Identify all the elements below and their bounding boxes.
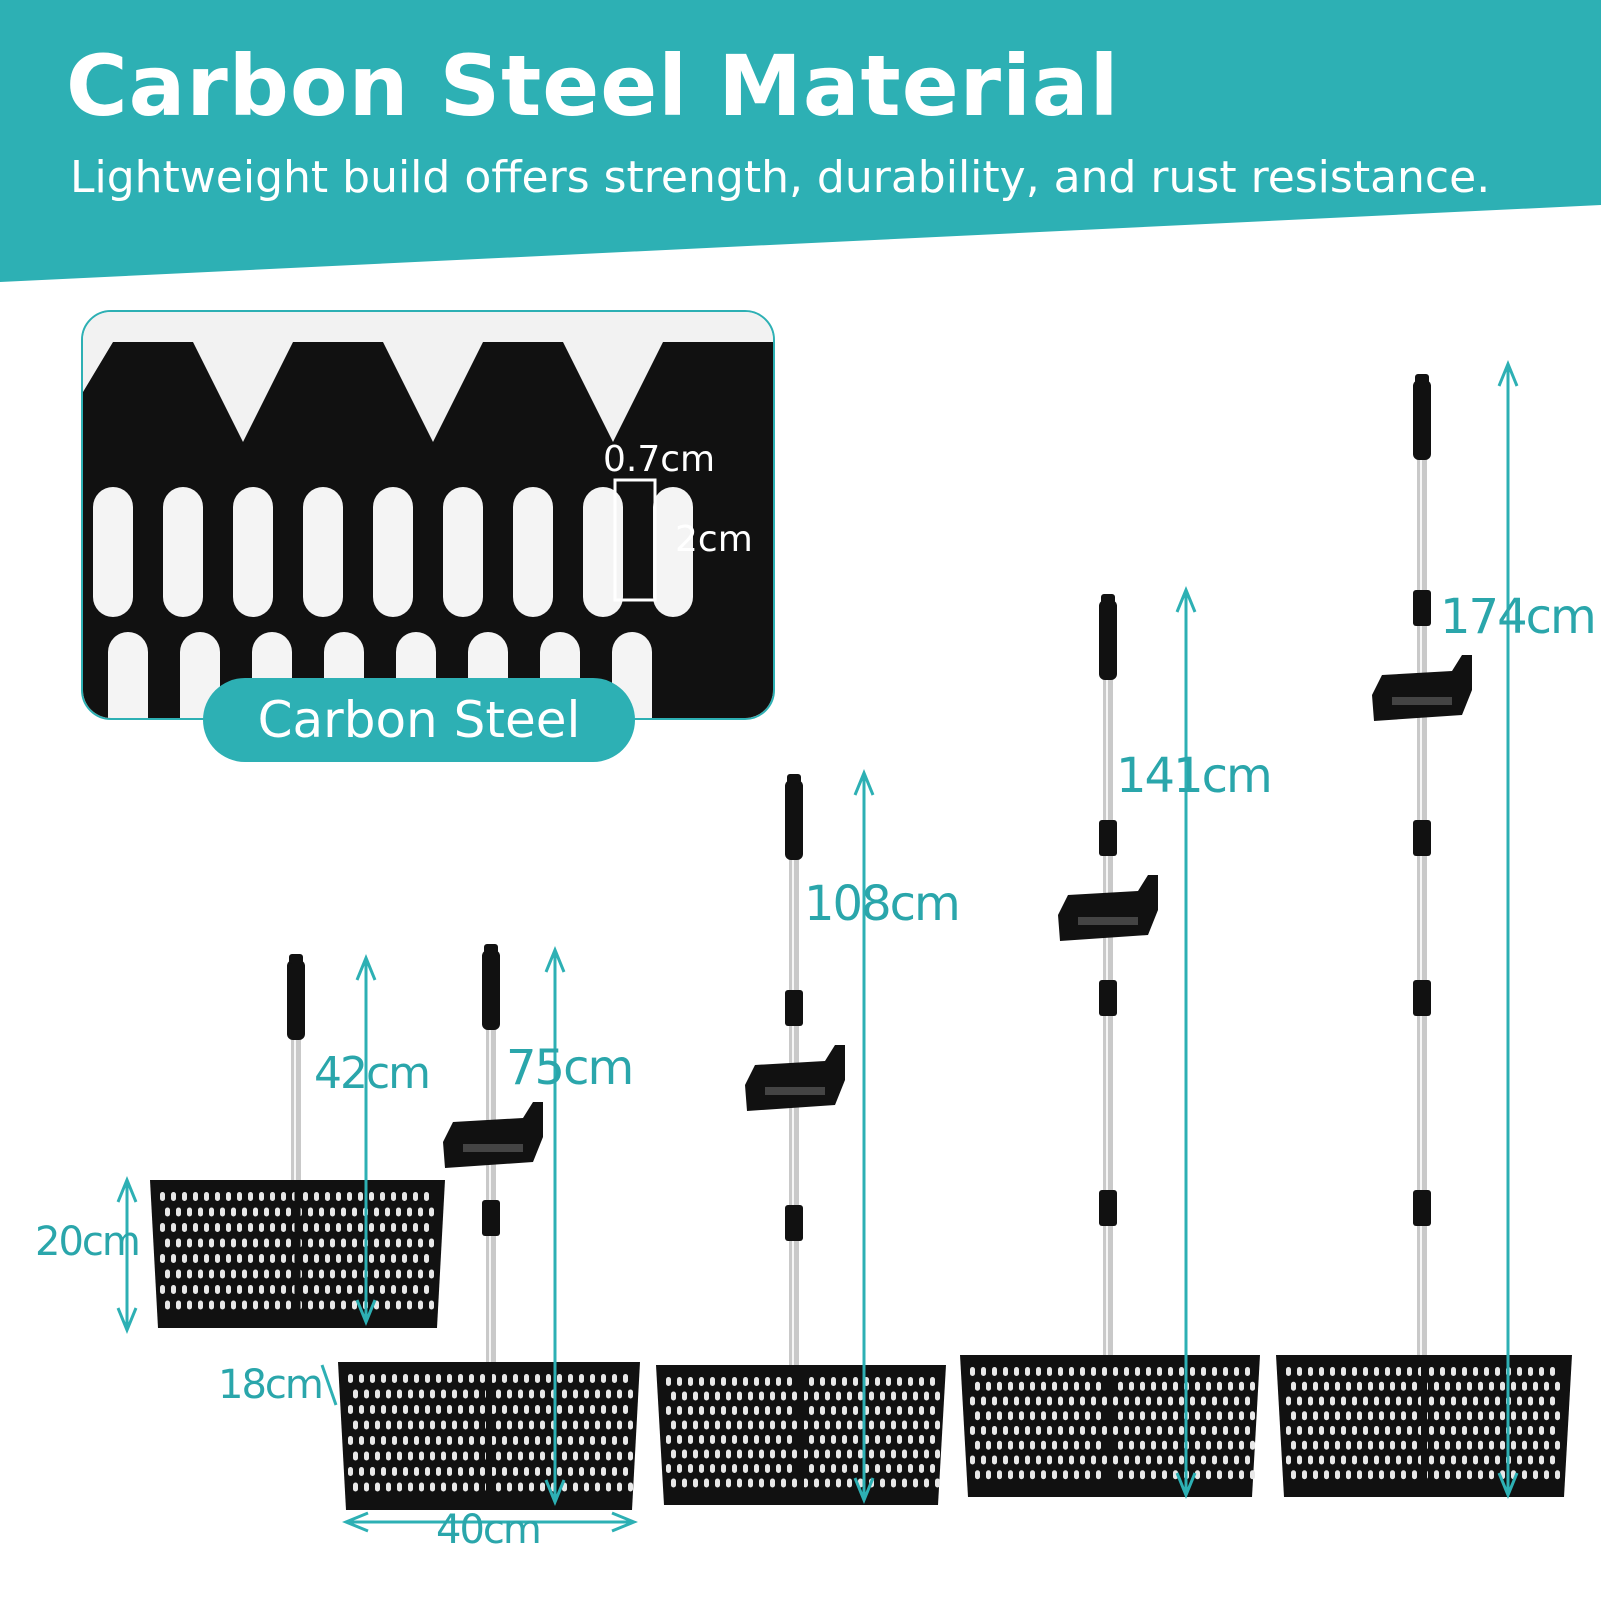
material-closeup-panel: 0.7cm 2cm bbox=[81, 310, 775, 720]
basket-width-label: 40cm bbox=[436, 1507, 542, 1553]
hole-width-label: 0.7cm bbox=[603, 439, 716, 480]
carbon-steel-closeup-image bbox=[83, 312, 773, 718]
length-label-141cm: 141cm bbox=[1116, 748, 1273, 804]
basket-height-label-top: 20cm bbox=[35, 1219, 141, 1265]
page-title: Carbon Steel Material bbox=[66, 37, 1120, 135]
length-label-174cm: 174cm bbox=[1440, 589, 1597, 645]
material-badge-label: Carbon Steel bbox=[257, 691, 581, 749]
basket-height-label-bottom: 18cm bbox=[218, 1362, 324, 1408]
page-subtitle: Lightweight build offers strength, durab… bbox=[70, 152, 1491, 203]
material-badge: Carbon Steel bbox=[203, 678, 635, 762]
hole-height-label: 2cm bbox=[675, 519, 753, 560]
header-banner bbox=[0, 0, 1601, 282]
length-label-75cm: 75cm bbox=[506, 1040, 634, 1096]
length-label-42cm: 42cm bbox=[314, 1048, 431, 1099]
length-label-108cm: 108cm bbox=[804, 876, 961, 932]
